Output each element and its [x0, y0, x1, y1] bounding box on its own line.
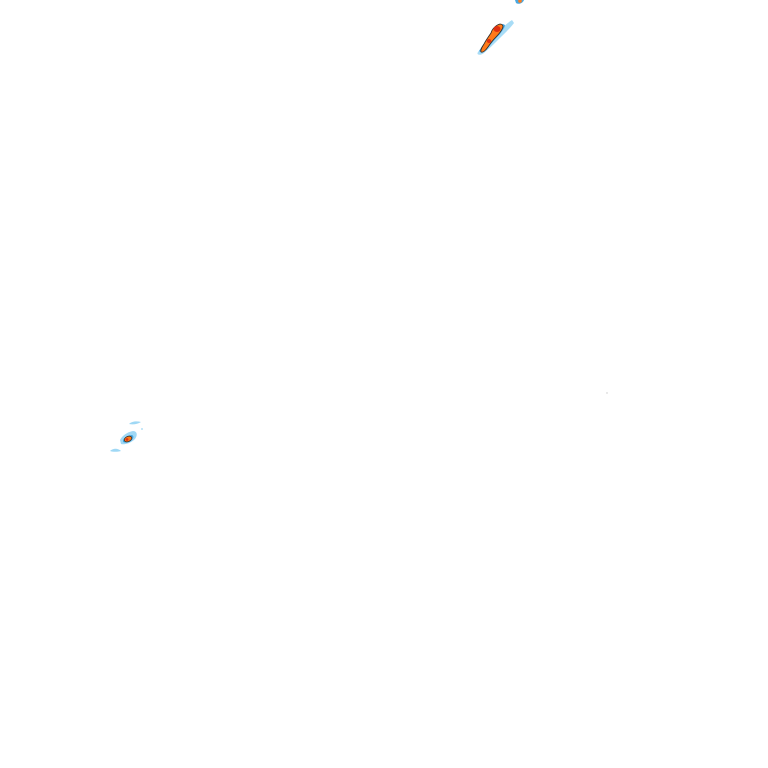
echo-west-streak-top	[129, 421, 141, 425]
echo-west-streak-bottom	[110, 448, 121, 452]
echo-west-speck	[141, 428, 143, 430]
echo-speck-east	[606, 392, 608, 394]
echo-cell-north	[477, 0, 524, 55]
echo-east-trace	[606, 392, 608, 394]
echo-cell-west	[110, 421, 143, 452]
echo-west-core-max	[125, 438, 129, 441]
echo-north-core-max	[493, 26, 501, 32]
echo-north-fragment-core	[518, 0, 522, 3]
echo-north-core-max-2	[486, 39, 492, 43]
